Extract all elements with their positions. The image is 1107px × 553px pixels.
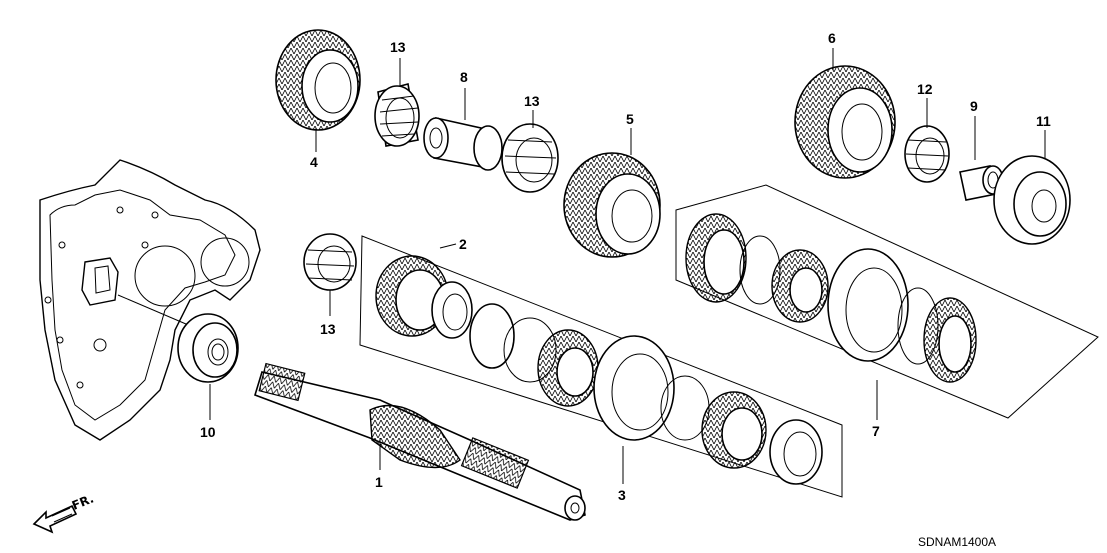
needle-bearing-13c: [303, 233, 357, 291]
needle-bearing-12: [904, 125, 950, 183]
ball-bearing-10: [177, 313, 239, 383]
callout-8: 8: [460, 69, 468, 85]
callout-12: 12: [917, 81, 933, 97]
callout-7: 7: [872, 423, 880, 439]
front-direction-arrow: FR.: [32, 491, 96, 534]
diagram-code: SDNAM1400A: [918, 535, 996, 549]
needle-bearing-13a: [374, 83, 420, 147]
callout-10: 10: [200, 424, 216, 440]
gear-6: [794, 65, 896, 179]
callout-13-lower: 13: [320, 321, 336, 337]
ball-bearing-11: [993, 155, 1071, 245]
callout-13-top: 13: [390, 39, 406, 55]
callout-6: 6: [828, 30, 836, 46]
callout-11: 11: [1036, 113, 1051, 129]
callout-3: 3: [618, 487, 626, 503]
callout-4: 4: [310, 154, 318, 170]
synchro-assembly-3: [359, 235, 843, 498]
callout-9: 9: [970, 98, 978, 114]
needle-bearing-13b: [501, 123, 559, 193]
synchro-assembly-7: [675, 184, 1099, 419]
collar-8: [423, 117, 503, 171]
callout-5: 5: [626, 111, 634, 127]
callout-13-middle: 13: [524, 93, 540, 109]
leader-lines: [209, 48, 1046, 484]
gear-4: [275, 29, 361, 131]
transmission-case: [39, 159, 261, 441]
front-label: FR.: [70, 491, 96, 512]
callout-2: 2: [459, 236, 467, 252]
mainshaft-1: [254, 362, 586, 521]
gear-5: [563, 152, 661, 258]
callout-1: 1: [375, 474, 383, 490]
